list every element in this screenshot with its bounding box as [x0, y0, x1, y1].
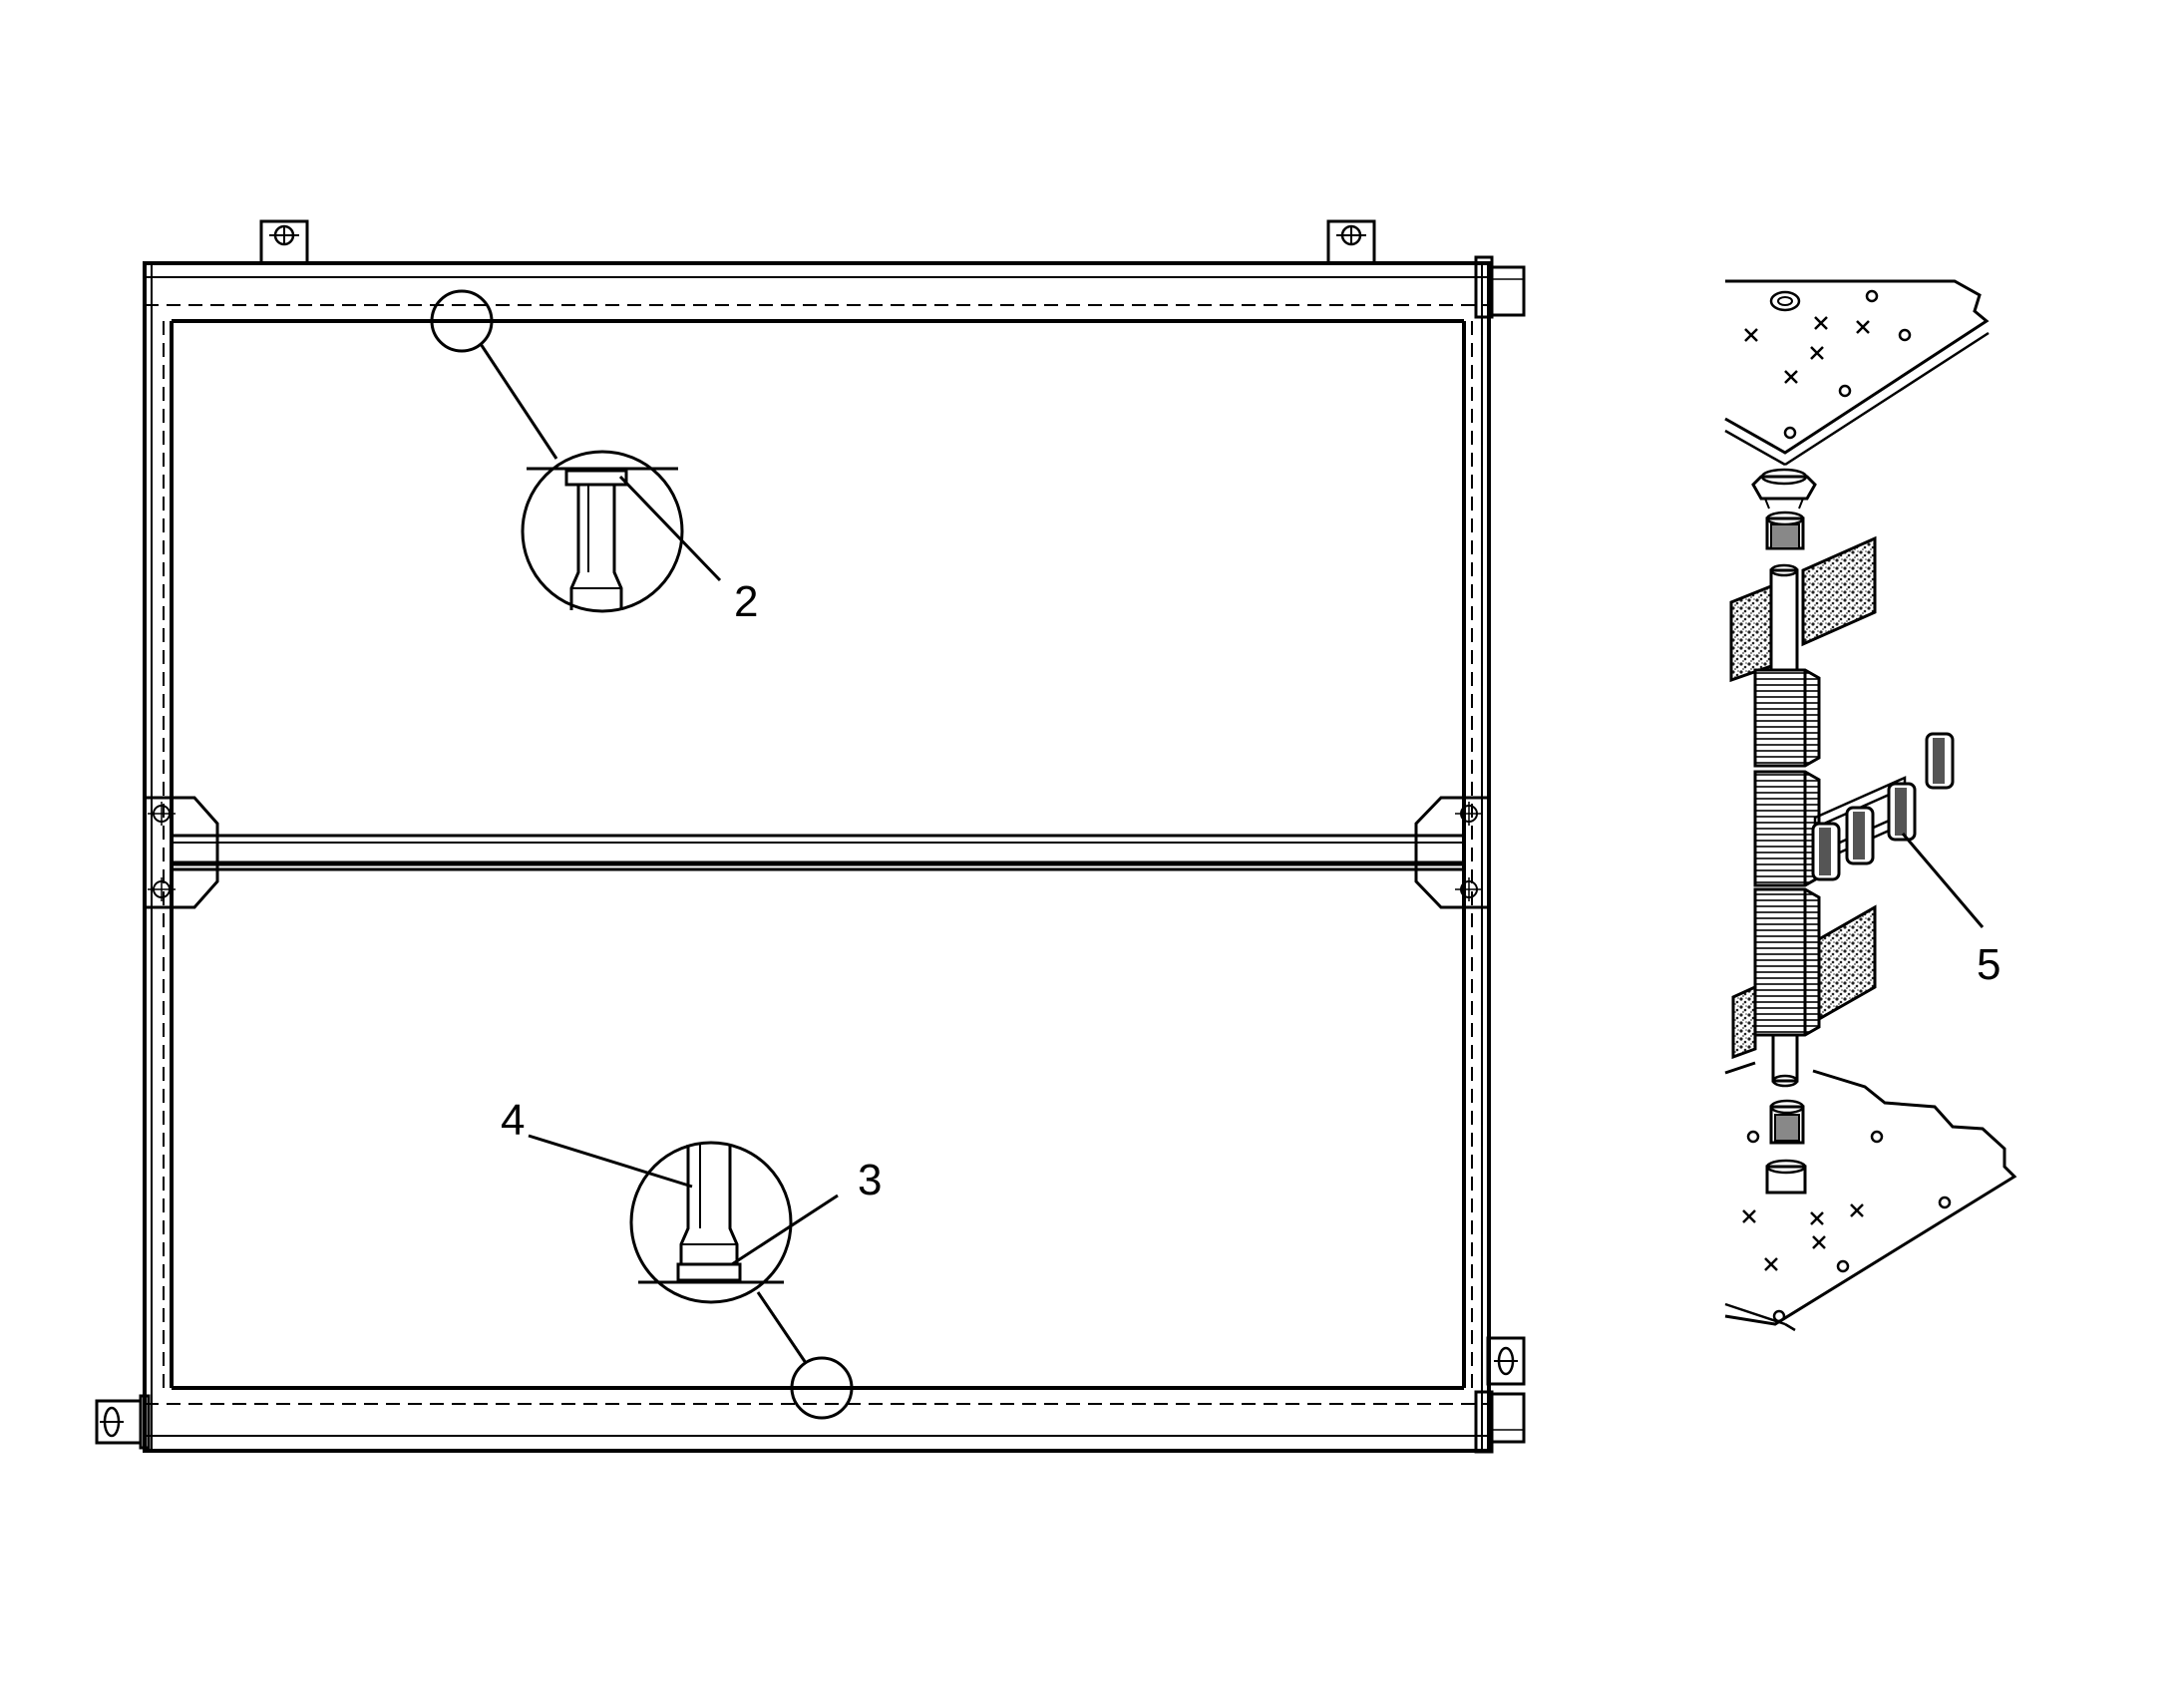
callout-2: 2: [734, 577, 758, 626]
fin-stack-bottom: [1753, 887, 1821, 1037]
fin-stack-top: [1753, 668, 1821, 768]
frame-outline: [143, 261, 1491, 1453]
frame-assembly: 2 4 3: [95, 219, 1526, 1454]
bottom-right-mount-tab: [1486, 1336, 1526, 1386]
top-right-fitting: [1474, 255, 1526, 319]
top-right-mount-tab: [1326, 219, 1376, 265]
callout-4: 4: [501, 1096, 525, 1145]
insulation-blocks: [1729, 535, 1877, 1060]
top-plate: [1724, 279, 1990, 467]
bottom-left-mount-tab: [95, 1394, 151, 1450]
callout-5: 5: [1977, 940, 2000, 989]
lower-bushings: [1765, 1099, 1807, 1195]
center-crossbar: [143, 796, 1491, 909]
upper-bushings: [1751, 468, 1817, 550]
fin-stack-middle: [1753, 770, 1821, 887]
bottom-plate: [1724, 1061, 2017, 1332]
bottom-detail-view: [528, 1134, 854, 1420]
clip-assembly: [1811, 732, 1985, 928]
exploded-view: 5: [1724, 279, 2017, 1332]
bottom-right-fitting: [1474, 1390, 1526, 1454]
top-detail-view: [430, 289, 722, 613]
callout-3: 3: [858, 1156, 882, 1204]
top-left-mount-tab: [259, 219, 309, 265]
